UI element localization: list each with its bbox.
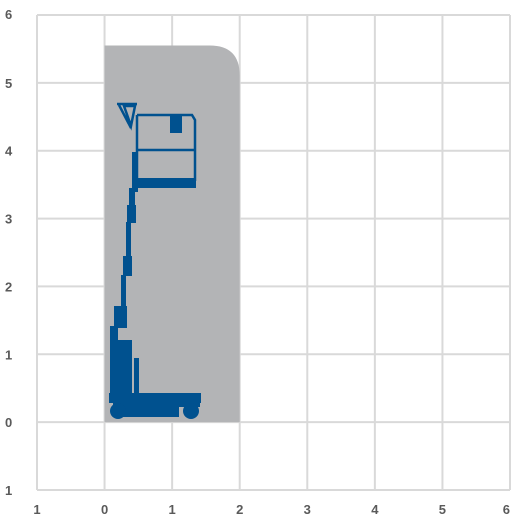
mast-base xyxy=(118,340,132,396)
x-tick-label: 0 xyxy=(101,502,108,517)
mast-base xyxy=(110,326,118,396)
x-tick-label: 3 xyxy=(304,502,311,517)
mast-block xyxy=(114,306,127,328)
platform-deck xyxy=(134,178,196,188)
mast-block xyxy=(123,256,132,276)
tool-tray xyxy=(117,102,137,131)
front-wheel xyxy=(183,403,199,419)
y-tick-label: 3 xyxy=(5,212,12,227)
chassis xyxy=(109,393,201,403)
x-tick-label: 2 xyxy=(236,502,243,517)
working-envelope xyxy=(104,45,240,423)
mast-section xyxy=(121,275,126,310)
x-tick-label: 1 xyxy=(33,502,40,517)
rear-post xyxy=(134,358,139,396)
y-tick-label: 2 xyxy=(5,279,12,294)
x-tick-label: 4 xyxy=(371,502,379,517)
x-axis-ticks: 1 0 1 2 3 4 5 6 xyxy=(33,502,510,517)
y-tick-label: 6 xyxy=(5,7,12,22)
x-tick-label: 1 xyxy=(169,502,176,517)
y-axis-ticks: 6 5 4 3 2 1 0 1 xyxy=(5,7,13,498)
x-tick-label: 6 xyxy=(503,502,510,517)
vertical-mast-lift-icon xyxy=(109,102,201,419)
control-box xyxy=(170,116,182,133)
y-tick-label: 0 xyxy=(5,415,12,430)
chassis-lower xyxy=(113,403,179,417)
y-tick-label: 4 xyxy=(5,144,13,159)
mast-section xyxy=(126,222,131,258)
x-tick-label: 5 xyxy=(439,502,446,517)
mast-block xyxy=(127,205,136,223)
rear-wheel xyxy=(110,403,126,419)
y-tick-label: 5 xyxy=(5,76,12,91)
mast-section-top xyxy=(132,152,138,192)
mast-section xyxy=(129,188,135,206)
y-tick-label: 1 xyxy=(5,483,12,498)
y-tick-label: 1 xyxy=(5,347,12,362)
